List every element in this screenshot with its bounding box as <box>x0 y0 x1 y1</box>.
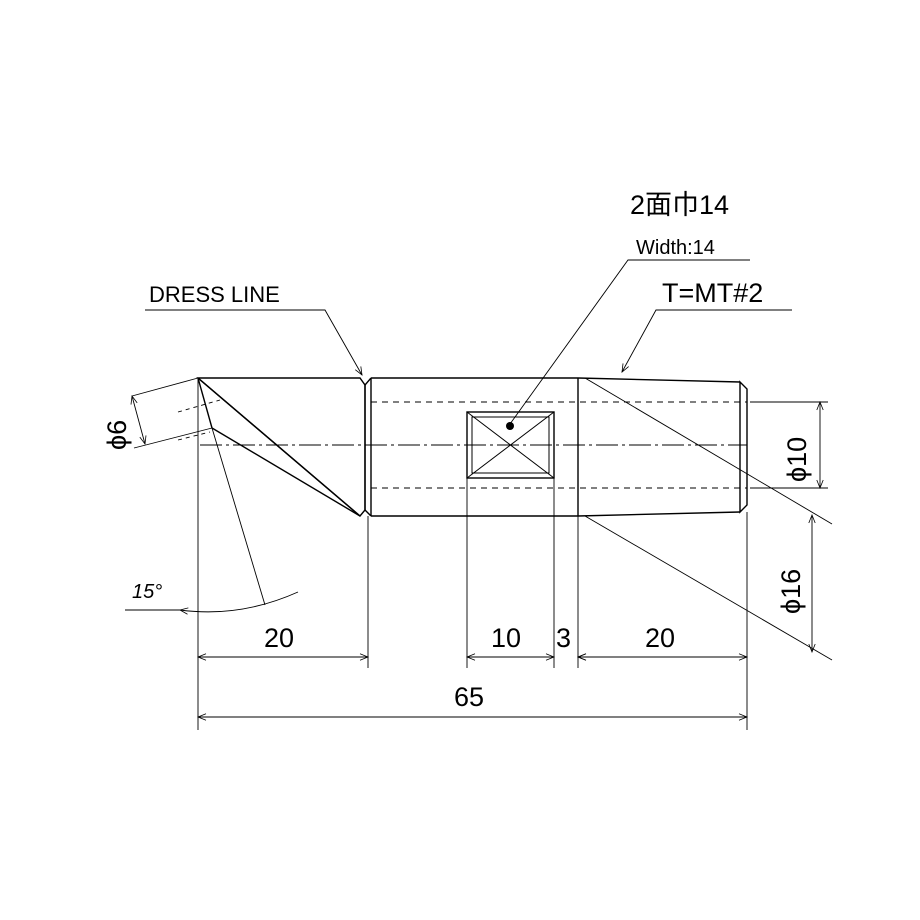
flats-label-jp: 2面巾14 <box>630 190 729 220</box>
tip-bevel-2 <box>197 377 213 429</box>
tip-phantom-2 <box>177 431 211 441</box>
dress-line-label: DRESS LINE <box>149 282 280 307</box>
dim-10: 10 <box>491 623 521 653</box>
dress-groove-left-b <box>364 509 372 517</box>
dress-groove-left <box>364 377 372 386</box>
dia-shank-label: ϕ10 <box>782 437 812 482</box>
taper-bottom <box>577 511 741 517</box>
extension-lines <box>131 377 833 730</box>
dim-20-taper: 20 <box>645 623 675 653</box>
dim-20-tip: 20 <box>264 623 294 653</box>
tip-phantom-1 <box>177 399 221 413</box>
taper-leader <box>622 309 792 372</box>
flats-marker-dot <box>506 422 514 430</box>
part-outline <box>196 377 748 517</box>
angle-arc <box>180 591 299 612</box>
taper-label: T=MT#2 <box>662 278 763 308</box>
hidden-lines <box>177 399 747 489</box>
tip-bevel-1 <box>197 377 361 517</box>
dim-65: 65 <box>454 682 484 712</box>
tip-bevel-3 <box>211 427 361 517</box>
angle-ref-line <box>211 427 266 606</box>
leaders <box>145 259 792 425</box>
angle-label: 15° <box>132 581 162 603</box>
dia-tip-label: ϕ6 <box>102 420 132 450</box>
flats-leader <box>509 259 750 425</box>
dia-taper-label: ϕ16 <box>776 569 806 614</box>
dress-line-leader <box>145 309 362 375</box>
dim-line-phi6 <box>132 396 145 444</box>
flats-label-en: Width:14 <box>636 237 715 259</box>
taper-end <box>739 380 748 514</box>
dim-3: 3 <box>556 623 571 653</box>
dimension-lines <box>125 396 820 717</box>
taper-top <box>577 377 741 383</box>
